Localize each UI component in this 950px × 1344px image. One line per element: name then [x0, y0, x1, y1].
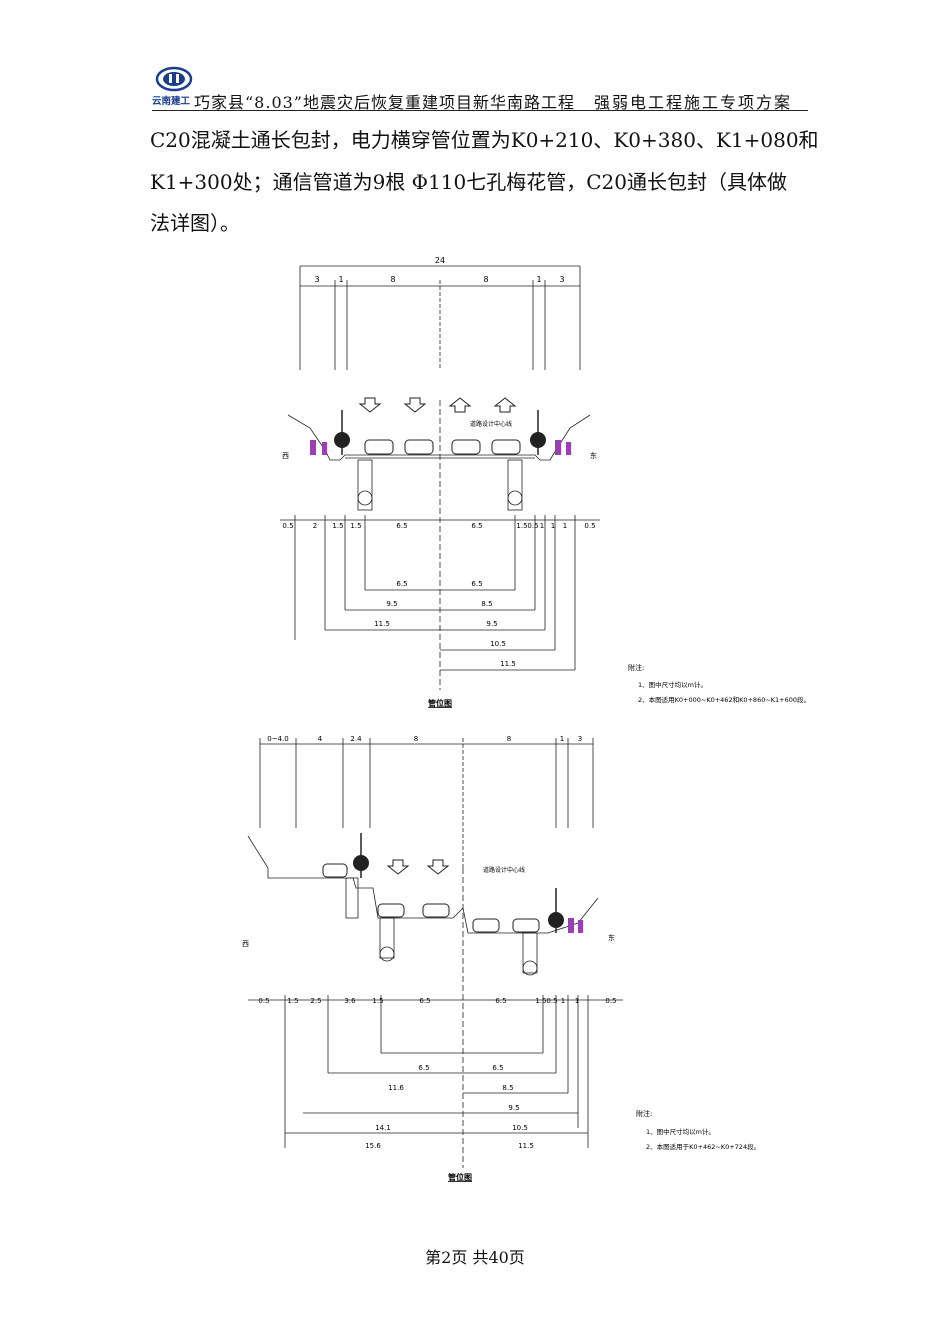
dim: 1.5 — [350, 522, 361, 530]
dim: 0.5 — [546, 997, 557, 1005]
west-label: 西 — [242, 940, 249, 948]
dim: 1 — [563, 522, 567, 530]
dim: 11.5 — [518, 1142, 534, 1150]
project-title: 巧家县“8.03”地震灾后恢复重建项目新华南路工程 — [194, 93, 575, 112]
dim: 1.5 — [516, 522, 527, 530]
west-label: 西 — [282, 452, 289, 460]
dim: 6.5 — [495, 997, 506, 1005]
notes-title: 附注: — [636, 1109, 652, 1118]
page-number: 第2页 共40页 — [425, 1248, 525, 1267]
dim: 1 — [575, 997, 579, 1005]
dim: 1 — [551, 522, 555, 530]
traffic-arrow-icon — [386, 859, 450, 875]
east-label: 东 — [590, 451, 597, 460]
dim: 0~4.0 — [267, 735, 288, 743]
body-paragraph: C20混凝土通长包封，电力横穿管位置为K0+210、K0+380、K1+080和… — [150, 120, 840, 245]
dim: 3 — [559, 275, 564, 284]
dim: 11.6 — [388, 1084, 404, 1092]
dim: 6.5 — [471, 522, 482, 530]
dim: 15.6 — [365, 1142, 381, 1150]
dim: 1 — [560, 735, 564, 743]
dim: 0.5 — [605, 997, 616, 1005]
dim: 6.5 — [492, 1064, 503, 1072]
dim: 9.5 — [386, 600, 397, 608]
dim: 8 — [390, 275, 395, 284]
traffic-arrow-icon — [358, 397, 517, 413]
center-line-label: 道路设计中心线 — [483, 866, 525, 874]
company-logo-text: 云南建工 — [152, 96, 191, 107]
dim: 1.5 — [372, 997, 383, 1005]
dim: 1.5 — [535, 997, 546, 1005]
pipe-layout-diagram-2: 0~4.0 4 2.4 8 8 1 3 道路设计中心线 西 东 0.5 1.5 … — [242, 735, 760, 1182]
dim: 9.5 — [486, 620, 497, 628]
dim: 2.4 — [350, 735, 362, 743]
tree-icon — [353, 833, 564, 933]
dim: 0.5 — [282, 522, 293, 530]
dim: 10.5 — [512, 1124, 528, 1132]
dim: 10.5 — [490, 640, 506, 648]
pedestrian-icon — [568, 918, 583, 933]
dim: 2 — [313, 522, 317, 530]
dim: 11.5 — [500, 660, 516, 668]
dim: 2.5 — [310, 997, 321, 1005]
dim: 8.5 — [502, 1084, 513, 1092]
dim: 6.5 — [419, 997, 430, 1005]
dim: 1 — [338, 275, 343, 284]
note-line: 2、本图适用于K0+462~K0+724段。 — [646, 1142, 760, 1151]
dim: 8 — [507, 735, 511, 743]
pipe-layout-diagram-1: 24 3 1 8 8 1 3 道路设计中心线 西 东 0.5 2 1.5 1.5… — [280, 256, 810, 708]
dim: 9.5 — [508, 1104, 519, 1112]
dim: 1.5 — [332, 522, 343, 530]
dim: 1 — [540, 522, 544, 530]
note-line: 1、图中尺寸均以m计。 — [638, 680, 707, 689]
dim: 1.5 — [287, 997, 298, 1005]
dim: 8 — [414, 735, 418, 743]
note-line: 1、图中尺寸均以m计。 — [646, 1127, 715, 1136]
car-icon — [322, 863, 540, 933]
dim: 14.1 — [375, 1124, 391, 1132]
notes-title: 附注: — [628, 663, 644, 672]
dim: 6.5 — [396, 580, 407, 588]
dim: 6.5 — [418, 1064, 429, 1072]
dim: 4 — [318, 735, 323, 743]
dim: 3 — [578, 735, 582, 743]
dim: 0.5 — [258, 997, 269, 1005]
dim: 6.5 — [396, 522, 407, 530]
dim: 11.5 — [374, 620, 390, 628]
center-line-label: 道路设计中心线 — [470, 420, 512, 428]
dim: 3.6 — [344, 997, 356, 1005]
dim: 0.5 — [584, 522, 595, 530]
body-line: 法详图）。 — [150, 211, 240, 235]
tree-icon — [334, 410, 546, 455]
dim: 0.5 — [527, 522, 538, 530]
dim: 3 — [314, 275, 319, 284]
document-title: 强弱电工程施工专项方案 — [593, 93, 792, 112]
body-line: K1+300处；通信管道为9根 Φ110七孔梅花管，C20通长包封（具体做 — [150, 169, 788, 194]
note-line: 2、本图适用K0+000~K0+462和K0+860~K1+600段。 — [638, 695, 810, 704]
top-total-dim: 24 — [435, 256, 445, 265]
pedestrian-icon — [310, 440, 571, 455]
diagram-caption: 管位图 — [428, 698, 452, 708]
car-icon — [364, 439, 521, 455]
page-header: 云南建工 巧家县“8.03”地震灾后恢复重建项目新华南路工程 强弱电工程施工专项… — [152, 66, 808, 112]
dim: 8 — [483, 275, 488, 284]
diagram-caption: 管位图 — [448, 1172, 472, 1182]
dim: 8.5 — [481, 600, 492, 608]
dim: 1 — [536, 275, 541, 284]
dim: 1 — [561, 997, 565, 1005]
east-label: 东 — [608, 933, 615, 942]
body-line: C20混凝土通长包封，电力横穿管位置为K0+210、K0+380、K1+080和 — [150, 128, 819, 152]
company-logo-icon — [155, 66, 193, 92]
dim: 6.5 — [471, 580, 482, 588]
